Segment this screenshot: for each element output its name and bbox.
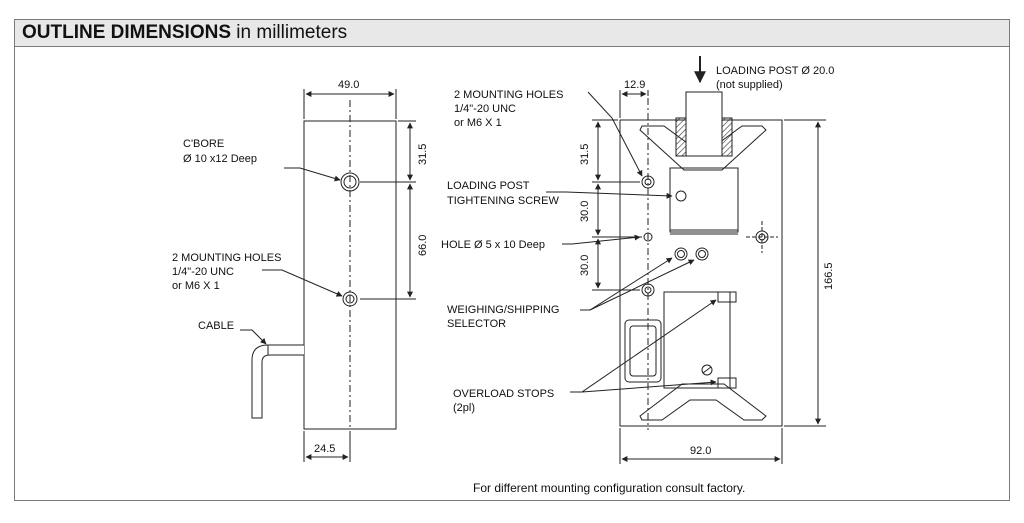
stops-label-line2: (2pl) — [453, 402, 475, 414]
leader-stop-2 — [581, 379, 717, 393]
front-view-labels: 12.9 31.5 30.0 30.0 166.5 92.0 LOADING P… — [441, 65, 835, 457]
overload-stop-bottom — [717, 377, 737, 389]
side-window-inner — [629, 325, 657, 377]
front-mounting-hole-2 — [641, 283, 655, 297]
stop-screw — [701, 364, 713, 376]
stop-screw-slot — [702, 366, 712, 374]
stops-label-line1: OVERLOAD STOPS — [453, 388, 554, 400]
dim-text-top: 31.5 — [417, 144, 429, 165]
side-holes-label-line1: 2 MOUNTING HOLES — [172, 252, 281, 264]
leader-selector-2 — [589, 259, 695, 311]
leader-hole — [562, 234, 641, 245]
title-rest: in millimeters — [231, 22, 348, 43]
screw-label-line2: TIGHTENING SCREW — [447, 195, 559, 207]
cable-label: CABLE — [198, 320, 234, 332]
cbore-label-line1: C'BORE — [183, 138, 224, 150]
selector-hole-1 — [674, 247, 688, 261]
dim-text-offset: 12.9 — [624, 79, 645, 91]
outline-dimensions-panel: OUTLINE DIMENSIONS in millimeters — [14, 19, 1010, 501]
selector-hole-1-inner — [677, 250, 685, 258]
selector-hole-2 — [695, 247, 709, 261]
dim-text-cable-offset: 24.5 — [314, 443, 335, 455]
cbore-hole-outer — [340, 172, 360, 192]
front-hole-5mm — [643, 232, 653, 242]
side-view-labels: 49.0 31.5 66.0 24.5 C'BORE Ø 10 x12 Deep… — [172, 79, 429, 455]
dim-text-width: 49.0 — [338, 79, 359, 91]
front-view — [546, 56, 826, 464]
mounting-hole-lower-inner — [345, 294, 355, 304]
panel-title: OUTLINE DIMENSIONS in millimeters — [22, 21, 347, 45]
mounting-hole-lower — [342, 291, 358, 307]
cable — [251, 344, 304, 419]
leader-front-mounting-holes — [587, 91, 643, 177]
post-thread-right — [721, 117, 733, 157]
loading-post-label-line2: (not supplied) — [716, 79, 783, 91]
post-thread-left — [675, 117, 687, 157]
bottom-cutout — [639, 383, 767, 421]
front-holes-label-line3: or M6 X 1 — [454, 117, 502, 129]
tightening-screw — [675, 190, 687, 202]
leader-cbore — [284, 167, 341, 182]
front-holes-label-line2: 1/4"-20 UNC — [454, 103, 516, 115]
front-mounting-hole-1-inner — [644, 178, 652, 186]
dim-text-height: 166.5 — [823, 262, 835, 290]
leader-cable — [240, 329, 267, 345]
side-holes-label-line2: 1/4"-20 UNC — [172, 266, 234, 278]
dim-text-front-spacing1: 30.0 — [579, 201, 591, 222]
loading-post — [685, 91, 723, 157]
leader-mounting-holes — [262, 269, 343, 297]
side-window — [624, 319, 662, 383]
lower-mechanism — [663, 291, 731, 389]
side-view — [240, 89, 416, 462]
selector-hole-2-inner — [698, 250, 706, 258]
screw-label-line1: LOADING POST — [447, 180, 530, 192]
center-block — [669, 167, 739, 233]
cbore-hole-inner — [343, 175, 357, 189]
panel-header: OUTLINE DIMENSIONS in millimeters — [15, 20, 1009, 47]
footnote: For different mounting configuration con… — [473, 481, 745, 495]
side-holes-label-line3: or M6 X 1 — [172, 280, 220, 292]
hole-label: HOLE Ø 5 x 10 Deep — [441, 239, 545, 251]
overload-stop-top — [717, 291, 737, 303]
loading-post-label-line1: LOADING POST Ø 20.0 — [716, 65, 834, 77]
selector-label-line2: SELECTOR — [447, 318, 506, 330]
dim-text-spacing: 66.0 — [417, 235, 429, 256]
front-holes-label-line1: 2 MOUNTING HOLES — [454, 89, 563, 101]
front-mounting-hole-2-inner — [644, 286, 652, 294]
selector-label-line1: WEIGHING/SHIPPING — [447, 304, 559, 316]
dim-text-front-width: 92.0 — [690, 445, 711, 457]
dim-text-front-top: 31.5 — [579, 144, 591, 165]
leader-tightening-screw — [546, 191, 673, 199]
dim-text-front-spacing2: 30.0 — [579, 255, 591, 276]
title-bold: OUTLINE DIMENSIONS — [22, 22, 232, 43]
front-view-body — [619, 119, 783, 427]
front-mounting-hole-1 — [641, 175, 655, 189]
cbore-label-line2: Ø 10 x12 Deep — [183, 153, 257, 165]
